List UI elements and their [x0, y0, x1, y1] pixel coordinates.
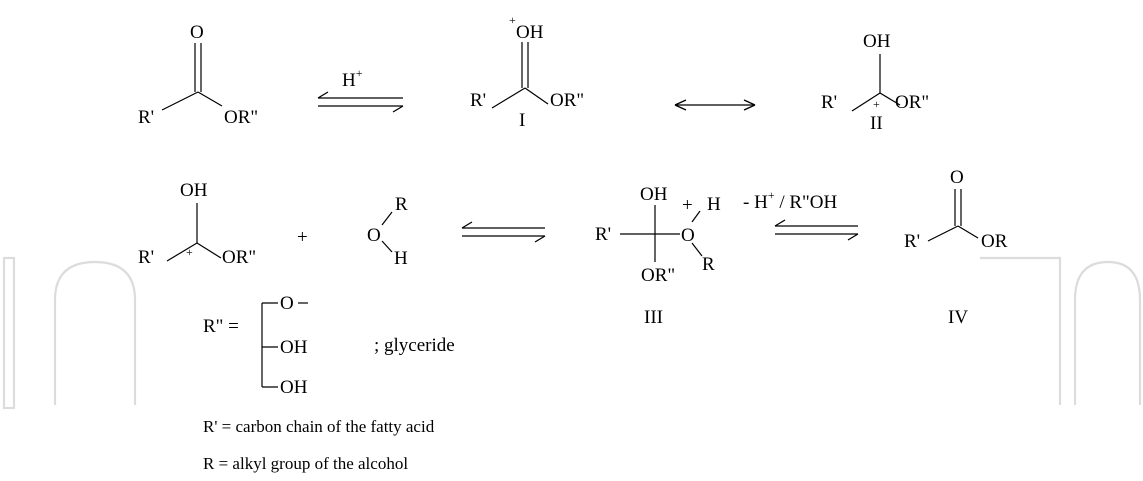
structure-iii-or2: OR" [641, 265, 675, 286]
structure-iii-plus: + [682, 195, 693, 216]
structure-iii-oh: OH [640, 184, 668, 205]
legend-r1-definition: R' = carbon chain of the fatty acid [203, 417, 435, 436]
structure-iv: O R' OR IV [904, 167, 1008, 328]
structure-ii-label: II [870, 113, 883, 134]
carbocation-oh: OH [180, 180, 208, 201]
eq1-h: H+ [342, 66, 363, 91]
structure-iv-label: IV [948, 307, 968, 328]
carbocation-structure: OH R' + OR" [138, 180, 256, 268]
carbocation-r1: R' [138, 247, 154, 268]
equilibrium-arrow-2 [461, 221, 546, 243]
legend-r-definition: R = alkyl group of the alcohol [203, 454, 408, 473]
legend-r2-lhs: R" = [203, 316, 239, 337]
ester-or2: OR" [224, 107, 258, 128]
structure-iv-or: OR [981, 231, 1008, 252]
structure-i-oh: OH [516, 22, 544, 43]
legend-glyceride-text: ; glyceride [374, 335, 455, 356]
structure-iii-r1: R' [595, 224, 611, 245]
legend-group-oh-1: OH [280, 337, 308, 358]
legend-glyceride: R" = O OH OH ; glyceride [203, 293, 455, 398]
structure-i-label: I [519, 110, 525, 131]
structure-iii-h: H [707, 194, 721, 215]
structure-iii-r: R [702, 254, 715, 275]
watermark [2, 256, 1142, 410]
structure-i-r1: R' [470, 90, 486, 111]
structure-i: + OH R' OR" I [470, 13, 584, 131]
resonance-arrow [674, 99, 756, 111]
carbocation-or2: OR" [222, 247, 256, 268]
eq3-condition: - H+ / R"OH [743, 188, 838, 213]
equilibrium-arrow-1: H+ [317, 66, 404, 113]
alcohol-structure: R O H [367, 194, 408, 269]
structure-ii-or2: OR" [895, 92, 929, 113]
structure-iii: OH + H R' O OR" R III [595, 184, 721, 328]
equilibrium-arrow-3: - H+ / R"OH [743, 188, 859, 241]
structure-ii: OH R' + OR" II [821, 31, 929, 134]
structure-i-or2: OR" [550, 90, 584, 111]
alcohol-r: R [395, 194, 408, 215]
legend-group-oh-2: OH [280, 377, 308, 398]
structure-ii-oh: OH [863, 31, 891, 52]
structure-iii-o: O [681, 225, 695, 246]
structure-iii-label: III [644, 307, 663, 328]
structure-i-plus: + [509, 13, 516, 27]
structure-ii-plus: + [873, 97, 880, 111]
ester-carbonyl-o: O [190, 22, 204, 43]
structure-ii-r1: R' [821, 92, 837, 113]
alcohol-o: O [367, 225, 381, 246]
structure-iv-r1: R' [904, 231, 920, 252]
alcohol-h: H [394, 248, 408, 269]
carbocation-plus: + [186, 245, 193, 259]
ester-structure: O R' OR" [138, 22, 258, 128]
legend-group-o: O [280, 293, 294, 314]
ester-r1: R' [138, 107, 154, 128]
plus-sign: + [297, 227, 308, 248]
structure-iv-o: O [950, 167, 964, 188]
